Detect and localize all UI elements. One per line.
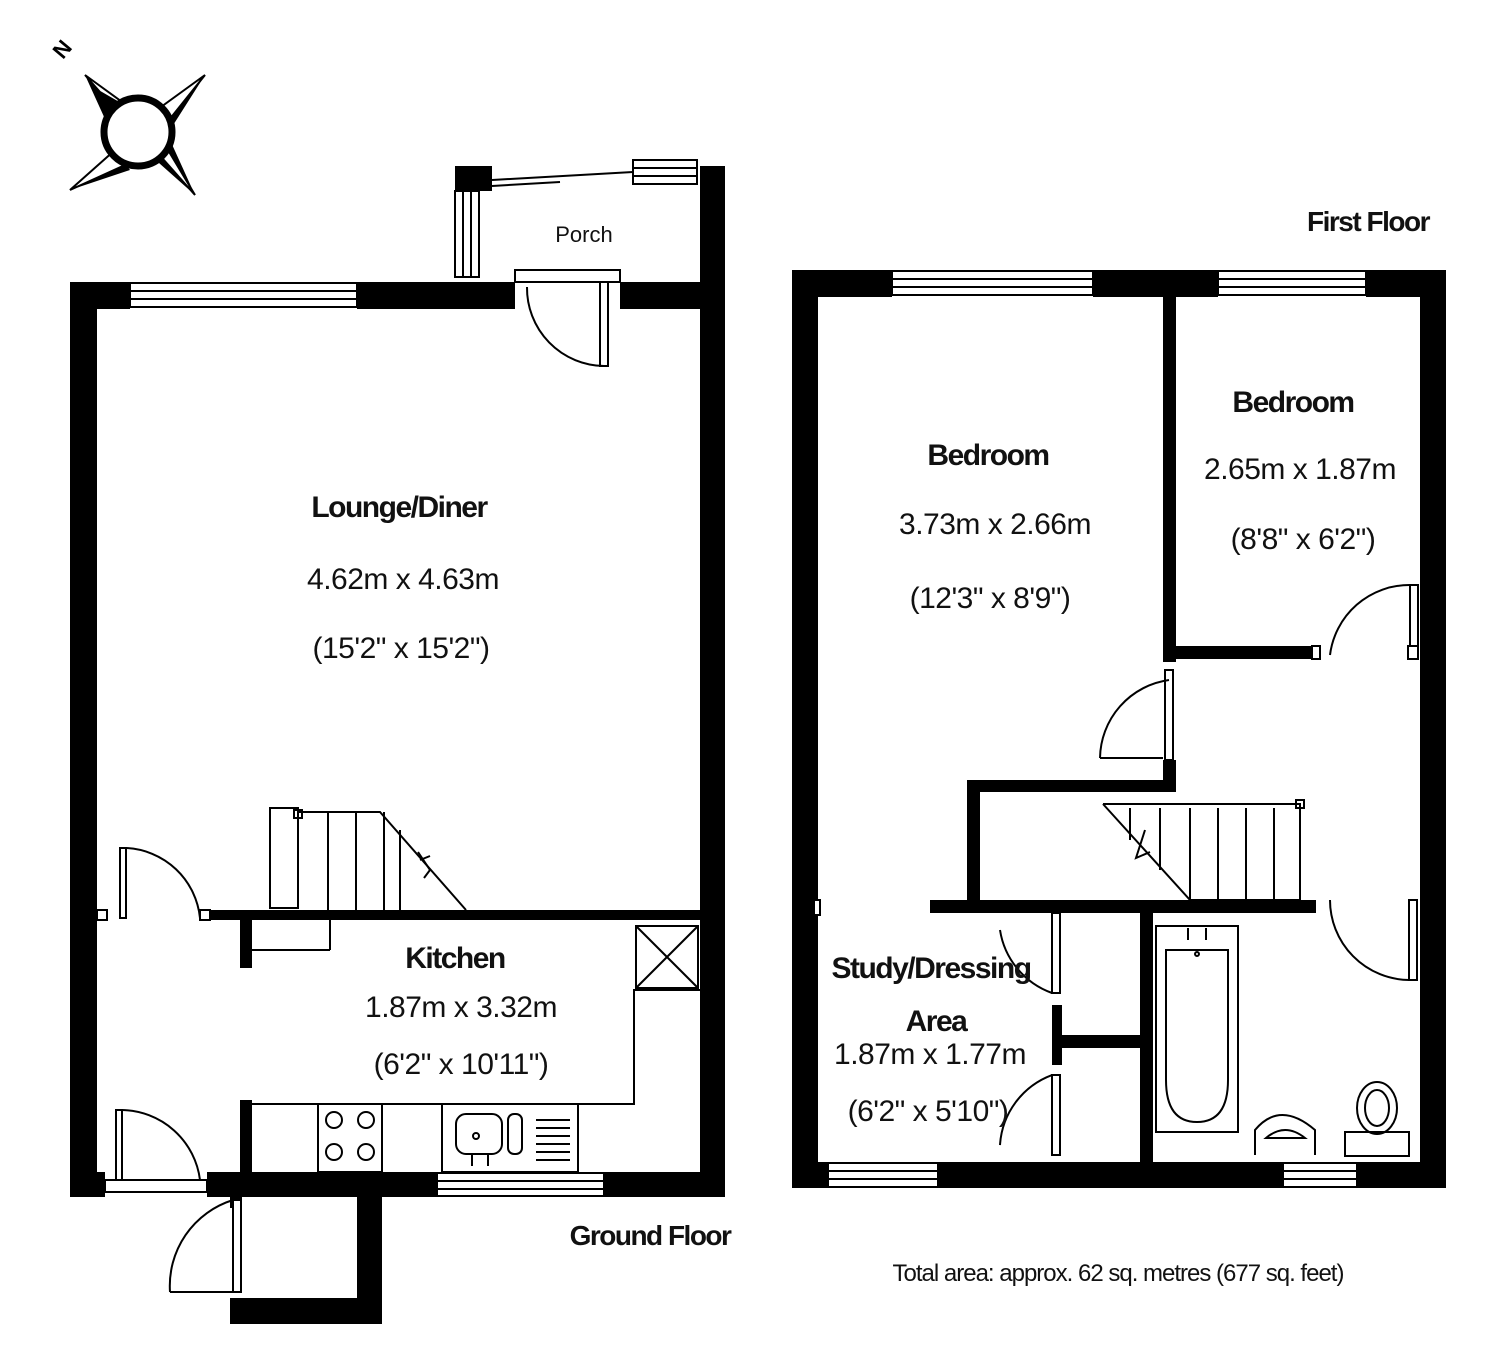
- study-name-line1: Study/Dressing: [831, 952, 1032, 985]
- bedroom1-name: Bedroom: [927, 439, 1050, 472]
- first-windows: [827, 270, 1367, 1188]
- kitchen-metric: 1.87m x 3.32m: [365, 991, 557, 1024]
- bedroom2-imperial: (8'8" x 6'2"): [1230, 523, 1376, 556]
- study-imperial: (6'2" x 5'10"): [847, 1095, 1009, 1128]
- first-stairs: [1102, 799, 1305, 901]
- porch-label: Porch: [555, 222, 613, 247]
- bedroom1-metric: 3.73m x 2.66m: [899, 508, 1091, 541]
- ground-doors: [96, 281, 609, 1293]
- ground-floor-walls: [70, 166, 725, 1324]
- lounge-metric: 4.62m x 4.63m: [307, 563, 499, 596]
- compass-rose-icon: [69, 74, 206, 196]
- lounge-imperial: (15'2" x 15'2"): [312, 632, 490, 665]
- first-floor-label: First Floor: [1307, 206, 1430, 237]
- first-floor-walls: [792, 270, 1446, 1188]
- lounge-name: Lounge/Diner: [311, 491, 488, 524]
- north-label: N: [48, 35, 77, 63]
- porch-frame: [491, 171, 634, 283]
- study-metric: 1.87m x 1.77m: [834, 1038, 1026, 1071]
- ground-windows: [129, 159, 698, 1197]
- kitchen-imperial: (6'2" x 10'11"): [373, 1048, 549, 1081]
- bedroom2-metric: 2.65m x 1.87m: [1204, 453, 1396, 486]
- kitchen-fittings: [252, 925, 700, 1173]
- total-area-label: Total area: approx. 62 sq. metres (677 s…: [892, 1260, 1345, 1287]
- bedroom1-imperial: (12'3" x 8'9"): [909, 582, 1071, 615]
- bathroom-fittings: [1155, 925, 1410, 1157]
- ground-stairs: [252, 807, 467, 951]
- bedroom2-name: Bedroom: [1232, 386, 1355, 419]
- kitchen-name: Kitchen: [405, 942, 506, 975]
- first-doors: [813, 583, 1419, 1156]
- ground-floor-label: Ground Floor: [569, 1220, 732, 1251]
- study-name-line2: Area: [905, 1005, 968, 1038]
